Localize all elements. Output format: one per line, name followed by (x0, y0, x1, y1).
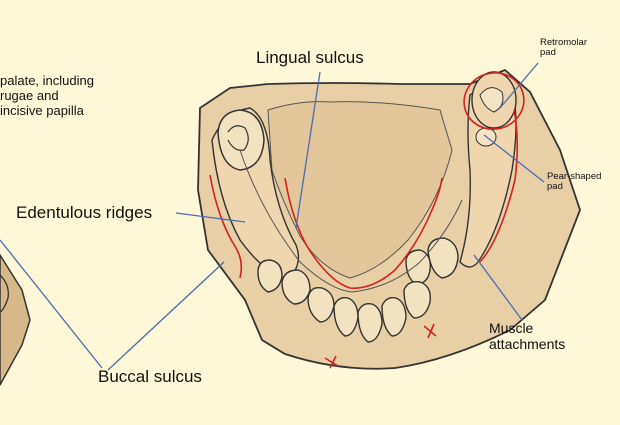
palate-label-line-1: palate, including (0, 74, 94, 89)
muscle-attachments-label-line-1: Muscle (489, 320, 565, 336)
retromolar-pad-label: Retromolar pad (540, 38, 587, 58)
muscle-attachments-label-line-2: attachments (489, 336, 565, 352)
palate-label: palate, including rugae and incisive pap… (0, 74, 94, 119)
buccal-sulcus-label: Buccal sulcus (98, 367, 202, 387)
lingual-sulcus-label: Lingual sulcus (256, 48, 364, 68)
edentulous-ridges-label: Edentulous ridges (16, 203, 152, 223)
palate-label-line-3: incisive papilla (0, 104, 94, 119)
retromolar-pad-label-line-2: pad (540, 48, 587, 58)
upper-cast-fragment (0, 255, 30, 385)
pear-shaped-pad-label: Pear-shaped pad (547, 172, 601, 192)
muscle-attachments-label: Muscle attachments (489, 320, 565, 352)
pear-shaped-pad-label-line-2: pad (547, 182, 601, 192)
palate-label-line-2: rugae and (0, 89, 94, 104)
